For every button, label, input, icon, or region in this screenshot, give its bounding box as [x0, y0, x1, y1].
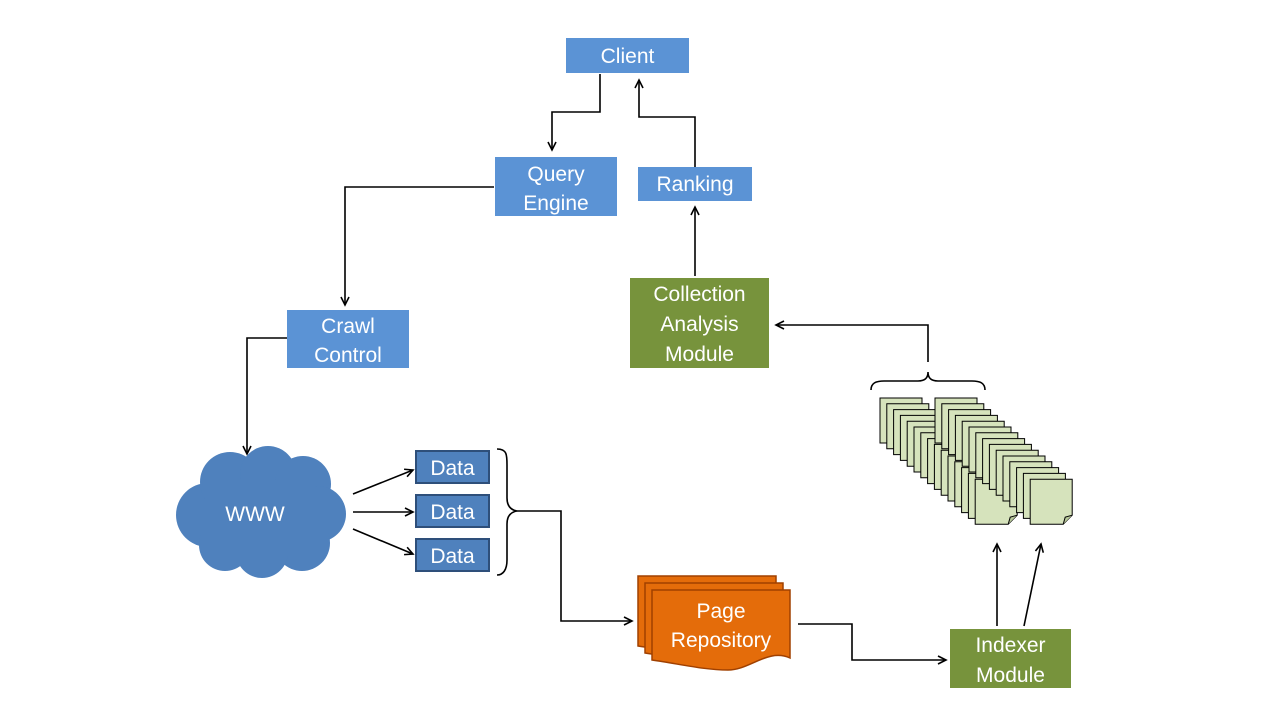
- collection-analysis-label-line-1: Collection: [653, 283, 745, 306]
- document-fold-2-15: [1062, 514, 1073, 525]
- crawl-control-box: Crawl Control: [287, 310, 409, 368]
- arrow-ranking-to-client: [634, 78, 696, 167]
- data-brace: [496, 448, 518, 576]
- crawl-control-label-line-1: Crawl: [321, 315, 375, 338]
- arrow-client-to-query: [547, 74, 601, 152]
- connectors: [242, 74, 1045, 665]
- query-engine-box: Query Engine: [495, 157, 617, 216]
- arrow-www-to-data-3: [352, 528, 415, 556]
- collection-analysis-label-line-3: Module: [665, 343, 734, 366]
- collection-analysis-box: Collection Analysis Module: [630, 278, 769, 368]
- repository-label-line-2: Repository: [671, 629, 772, 652]
- collection-analysis-label-line-2: Analysis: [660, 313, 738, 336]
- indexer-module-box: Indexer Module: [950, 629, 1071, 688]
- data-label-3: Data: [430, 545, 475, 568]
- client-label: Client: [601, 45, 655, 68]
- query-engine-label-line-1: Query: [527, 163, 585, 186]
- indexer-label-line-1: Indexer: [975, 634, 1045, 657]
- arrow-repository-to-indexer: [798, 623, 948, 665]
- data-box-1: Data: [415, 450, 490, 484]
- data-box-3: Data: [415, 538, 490, 572]
- indexer-label-line-2: Module: [976, 664, 1045, 687]
- arrow-data-to-repository: [517, 510, 634, 626]
- arrow-www-to-data-1: [352, 468, 415, 495]
- www-label: WWW: [225, 503, 285, 526]
- document-fold-1-15: [1007, 514, 1018, 525]
- client-box: Client: [566, 38, 689, 73]
- ranking-box: Ranking: [638, 167, 752, 201]
- crawl-control-label-line-2: Control: [314, 344, 382, 367]
- repository-label-line-1: Page: [696, 600, 745, 623]
- arrow-docs-to-collection: [774, 320, 929, 362]
- indexed-document-stacks: [879, 397, 1073, 525]
- query-engine-label-line-2: Engine: [523, 192, 588, 215]
- arrow-indexer-to-docs-2: [1023, 542, 1045, 627]
- arrow-crawl-to-www: [242, 337, 287, 456]
- data-box-2: Data: [415, 494, 490, 528]
- ranking-label: Ranking: [656, 173, 733, 196]
- data-label-2: Data: [430, 501, 475, 524]
- page-repository: Page Repository: [637, 575, 791, 671]
- www-cloud: WWW: [176, 446, 346, 578]
- docs-brace: [870, 371, 986, 391]
- data-label-1: Data: [430, 457, 475, 480]
- arrow-query-to-crawl: [340, 186, 494, 307]
